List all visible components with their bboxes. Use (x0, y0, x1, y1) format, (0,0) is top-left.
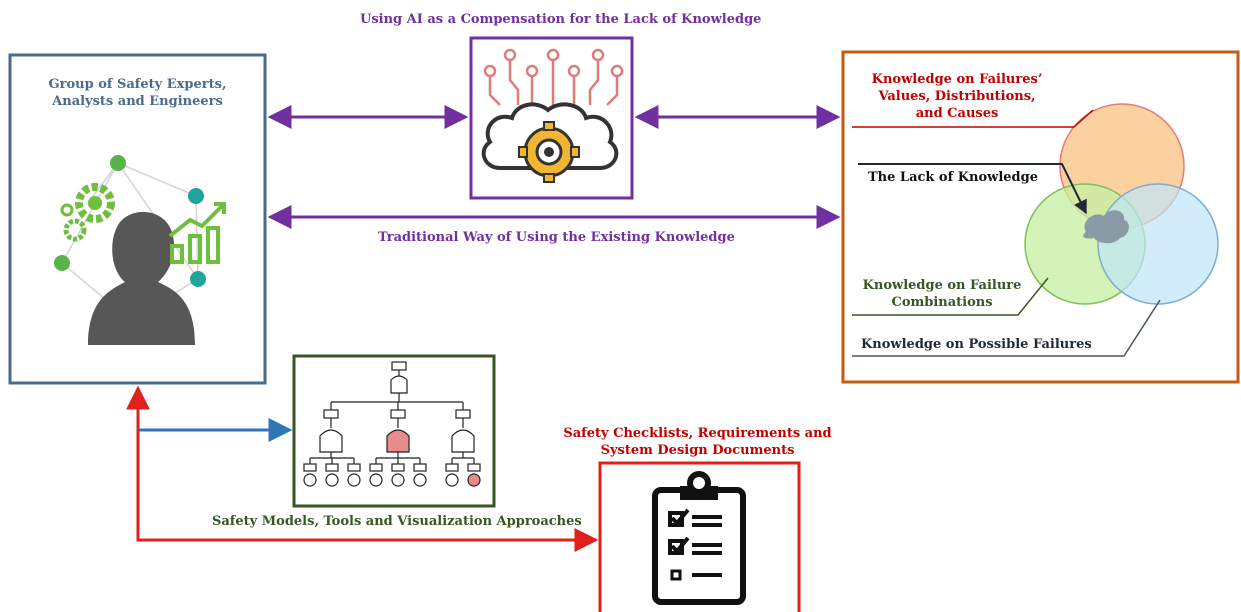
failures-values-line2: Values, Distributions, (878, 89, 1036, 104)
safety-models-label: Safety Models, Tools and Visualization A… (212, 514, 582, 529)
checklists-line2: System Design Documents (600, 443, 795, 458)
possible-failures-label: Knowledge on Possible Failures (861, 337, 1092, 352)
person-with-gears-and-chart-icon (54, 155, 226, 345)
traditional-label: Traditional Way of Using the Existing Kn… (378, 230, 735, 245)
failures-values-label: Knowledge on Failures’ Values, Distribut… (857, 71, 1057, 122)
lack-of-knowledge-label: The Lack of Knowledge (868, 170, 1038, 185)
failure-combinations-line1: Knowledge on Failure (862, 278, 1022, 293)
clipboard-checklist-icon (652, 471, 746, 605)
ai-brain-gear-icon (481, 48, 624, 183)
checklists-label: Safety Checklists, Requirements and Syst… (555, 425, 840, 459)
possible-failures-circle (1097, 183, 1219, 305)
failures-values-line1: Knowledge on Failures’ (871, 72, 1043, 87)
failure-combinations-label: Knowledge on Failure Combinations (857, 277, 1027, 311)
failure-combinations-line2: Combinations (891, 295, 993, 310)
ai-compensation-label: Using AI as a Compensation for the Lack … (360, 12, 762, 27)
checklists-line1: Safety Checklists, Requirements and (563, 426, 832, 441)
experts-label-line1: Group of Safety Experts, (48, 77, 227, 92)
arrow-experts-checklist (126, 385, 599, 552)
knowledge-venn (852, 103, 1219, 357)
experts-label: Group of Safety Experts, Analysts and En… (30, 76, 245, 110)
experts-label-line2: Analysts and Engineers (52, 94, 223, 109)
lack-of-knowledge-cloud-icon (1083, 210, 1129, 244)
failures-values-line3: and Causes (915, 106, 999, 121)
fault-tree-icon (303, 361, 481, 487)
